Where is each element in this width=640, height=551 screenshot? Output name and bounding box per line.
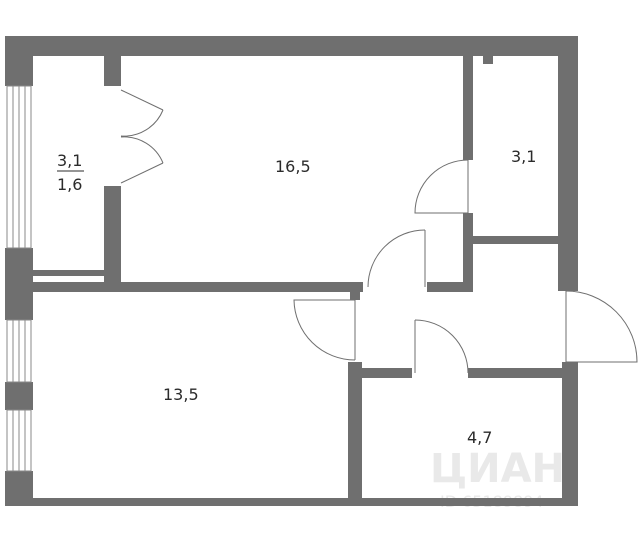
outer-wall-left-pier	[5, 382, 33, 410]
main-bedroom-wall-right	[427, 282, 472, 292]
bedroom-area-label: 13,5	[163, 385, 199, 404]
outer-wall-right-bottom	[562, 362, 578, 506]
door-bathroom	[414, 159, 469, 214]
balcony-wall-top	[104, 50, 121, 86]
bathroom-wall-bottom	[463, 236, 563, 244]
window-bedroom-lower	[6, 409, 32, 472]
door-main-room	[367, 229, 426, 288]
outer-wall-left-middle	[5, 248, 33, 320]
balcony-reduced-area-label: 1,6	[57, 175, 82, 194]
outer-wall-left-bottom	[5, 471, 33, 502]
door-kitchen	[414, 319, 469, 374]
main-bedroom-wall-left	[33, 282, 363, 292]
kitchen-area-label: 4,7	[467, 428, 492, 447]
outer-wall-bottom-right	[348, 498, 578, 506]
door-balcony	[120, 89, 164, 184]
main-bedroom-wall-stub	[350, 290, 360, 300]
bathroom-wall-left-bottom	[463, 213, 473, 292]
outer-wall-left-top	[5, 36, 33, 86]
outer-wall-bottom-left	[5, 498, 350, 506]
kitchen-wall-top-right	[468, 368, 563, 378]
walls	[5, 36, 578, 506]
windows	[6, 85, 32, 472]
door-bedroom	[293, 299, 356, 361]
balcony-floor-wall	[33, 270, 121, 276]
kitchen-wall-left	[348, 362, 362, 506]
watermark-brand: ЦИАН	[430, 446, 565, 492]
door-entrance	[565, 290, 638, 363]
bathroom-area-label: 3,1	[511, 147, 536, 166]
main-room-area-label: 16,5	[275, 157, 311, 176]
balcony-area-label: 3,1	[57, 151, 82, 170]
room-labels: 3,1 1,6 16,5 3,1 13,5 4,7	[57, 147, 536, 447]
outer-wall-right-top	[558, 36, 578, 291]
kitchen-wall-top-left	[348, 368, 412, 378]
doors	[120, 89, 638, 374]
outer-wall-top	[5, 36, 578, 56]
window-balcony	[6, 85, 32, 249]
balcony-wall-bottom	[104, 186, 121, 288]
bathroom-wall-left-top	[463, 50, 473, 160]
window-bedroom-upper	[6, 319, 32, 383]
bathroom-wall-stub	[483, 50, 493, 64]
